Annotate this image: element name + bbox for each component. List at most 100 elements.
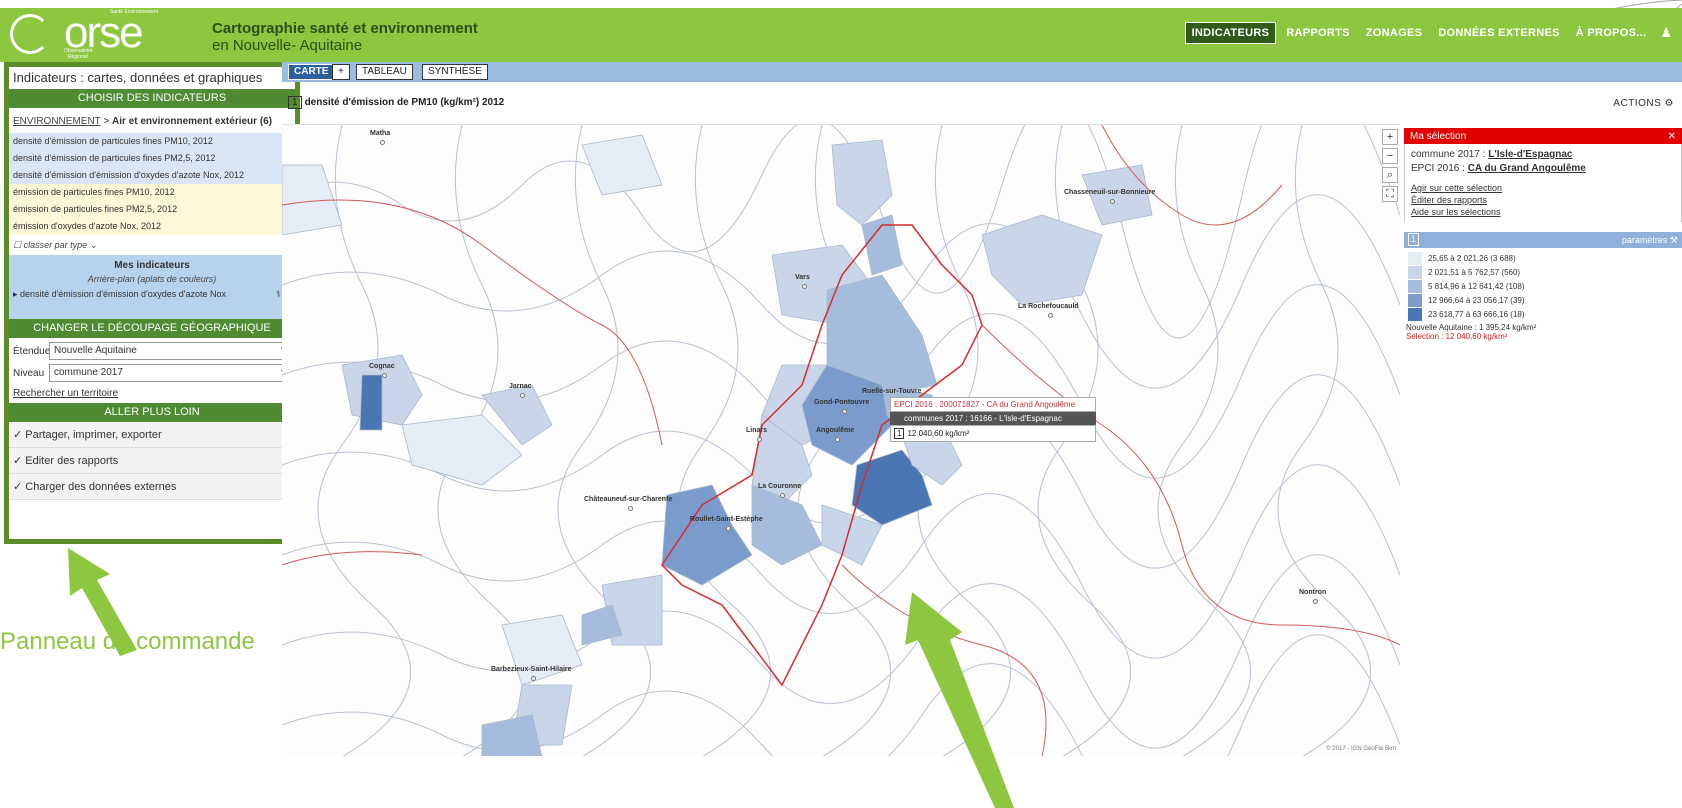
top-nav: INDICATEURS RAPPORTS ZONAGES DONNÉES EXT… [1184,22,1676,44]
logo-tagline: Santé Environnement [110,9,159,15]
site-brand: Cartographie santé et environnement en N… [212,20,478,55]
selection-title: Ma sélection [1410,131,1467,142]
nav-donnees-externes[interactable]: DONNÉES EXTERNES [1438,27,1560,39]
indicator-list: densité d'émission de particules fines P… [9,133,295,235]
zoom-in-icon[interactable]: + [1382,129,1398,145]
etendue-value: Nouvelle Aquitaine [54,345,137,356]
indicator-item[interactable]: densité d'émission de particules fines P… [9,150,295,167]
nav-indicateurs[interactable]: INDICATEURS [1184,22,1277,44]
map-title-number: 1 [288,96,302,109]
indicator-item[interactable]: émission de particules fines PM2,5, 2012 [9,201,295,218]
map-legend: 1 paramètres ⚒ 25,65 à 2 021,26 (3 688) … [1404,232,1682,341]
legend-swatch [1408,307,1422,321]
place-label: Vars [795,274,810,289]
accordion-label: Charger des données externes [25,481,177,493]
tab-tableau[interactable]: TABLEAU [356,64,413,80]
fullscreen-icon[interactable]: ⛶ [1382,186,1398,202]
legend-item: 5 814,96 à 12 641,42 (108) [1404,279,1682,293]
niveau-label: Niveau [13,367,45,379]
panel-annotation-label: Panneau de commande [0,628,255,655]
person-icon[interactable]: ♟ [1660,25,1672,40]
tab-synthese[interactable]: SYNTHÈSE [422,64,488,80]
edit-reports-link[interactable]: Éditer des rapports [1411,195,1488,205]
legend-params[interactable]: paramètres ⚒ [1622,232,1678,248]
selection-action-link[interactable]: Agir sur cette sélection [1411,183,1503,193]
indicator-item[interactable]: émission d'oxydes d'azote Nox, 2012 [9,218,295,235]
tooltip-epci: EPCI 2016 : 200071827 - CA du Grand Ango… [890,397,1096,412]
niveau-select[interactable]: commune 2017▾ [49,364,291,382]
site-title: Cartographie santé et environnement [212,20,478,37]
place-label: La Couronne [758,483,802,498]
logo-wordmark: orse [64,8,144,57]
epci-value[interactable]: CA du Grand Angoulême [1467,163,1586,174]
accordion-label: Editer des rapports [25,455,119,467]
panel-title: Indicateurs : cartes, données et graphiq… [13,70,263,85]
map-canvas[interactable] [282,125,1400,756]
indicator-item[interactable]: émission de particules fines PM10, 2012 [9,184,295,201]
logo-sub1: Observatoire [64,48,93,54]
place-label: Chasseneuil-sur-Bonnieure [1064,189,1156,204]
breadcrumb-separator: > [100,116,113,127]
settings-icon[interactable]: ⚕ [276,289,281,299]
legend-item: 25,65 à 2 021,26 (3 688) [1404,251,1682,265]
selected-indicator[interactable]: ▸ densité d'émission d'émission d'oxydes… [13,289,291,300]
legend-item: 2 021,51 à 5 762,57 (560) [1404,265,1682,279]
legend-item: 12 966,64 à 23 056,17 (39) [1404,293,1682,307]
choropleth-map[interactable]: Matha Chasseneuil-sur-Bonnieure Vars La … [282,124,1400,756]
tab-carte[interactable]: CARTE [288,64,335,80]
place-label: Matha [370,130,391,145]
legend-params-label: paramètres [1621,235,1668,245]
gear-icon: ⚙ [1664,98,1674,109]
accordion-share[interactable]: ✓ Partager, imprimer, exporter [9,422,295,448]
breadcrumb-current: Air et environnement extérieur (6) [112,116,273,127]
further-header[interactable]: ALLER PLUS LOIN [9,403,295,422]
classer-par-type-toggle[interactable]: ☐ classer par type ⌄ [9,235,295,255]
geo-header[interactable]: CHANGER LE DÉCOUPAGE GÉOGRAPHIQUE [9,319,295,338]
app-header: Santé Environnement Observatoire Régiona… [0,8,1682,62]
accordion-external-data[interactable]: ✓ Charger des données externes [9,474,295,500]
place-label: Nontron [1299,589,1327,604]
region-stat: Nouvelle Aquitaine : 1 395,24 kg/km² [1406,323,1537,332]
legend-header: 1 paramètres ⚒ [1404,232,1682,248]
niveau-value: commune 2017 [54,367,123,378]
selection-help-link[interactable]: Aide sur les sélections [1411,207,1501,217]
search-territory-link[interactable]: Rechercher un territoire [13,388,119,399]
epci-label: EPCI 2016 : [1411,163,1468,174]
actions-label: ACTIONS [1613,98,1662,109]
tooltip-number: 1 [894,428,905,439]
orse-logo[interactable]: Santé Environnement Observatoire Régiona… [4,8,174,62]
commune-value[interactable]: L'Isle-d'Espagnac [1488,149,1573,160]
nav-zonages[interactable]: ZONAGES [1365,27,1423,39]
geo-controls: Étendue Nouvelle Aquitaine▾ Niveau commu… [9,338,295,403]
search-icon[interactable]: ⌕ [1382,167,1398,183]
map-attribution: © 2017 - IGN GéoFla 5km [1326,746,1396,752]
tooltip-commune: communes 2017 : 16166 - L'Isle-d'Espagna… [890,412,1096,425]
breadcrumb-link[interactable]: ENVIRONNEMENT [13,116,101,127]
close-icon[interactable]: ✕ [1667,131,1676,142]
selection-header: Ma sélection ✕ [1404,128,1682,144]
classer-label: classer par type [23,240,88,250]
map-tooltip: EPCI 2016 : 200071827 - CA du Grand Ango… [890,397,1096,442]
legend-label: 23 618,77 à 63 666,16 (18) [1428,309,1525,319]
map-controls: + − ⌕ ⛶ [1382,129,1398,205]
zoom-out-icon[interactable]: − [1382,148,1398,164]
legend-swatch [1408,251,1422,265]
accordion-label: Partager, imprimer, exporter [25,429,162,441]
actions-menu[interactable]: ACTIONS ⚙ [1613,98,1674,109]
legend-label: 5 814,96 à 12 641,42 (108) [1428,281,1525,291]
etendue-select[interactable]: Nouvelle Aquitaine▾ [49,342,291,360]
legend-classes: 25,65 à 2 021,26 (3 688) 2 021,51 à 5 76… [1404,248,1682,321]
choose-indicators-header[interactable]: CHOISIR DES INDICATEURS [9,89,295,108]
place-label: Gond-Pontouvre [814,399,870,414]
control-panel: Indicateurs : cartes, données et graphiq… [4,62,300,544]
legend-label: 25,65 à 2 021,26 (3 688) [1428,253,1516,263]
accordion-reports[interactable]: ✓ Editer des rapports [9,448,295,474]
legend-item: 23 618,77 à 63 666,16 (18) [1404,307,1682,321]
indicator-item[interactable]: densité d'émission d'émission d'oxydes d… [9,167,295,184]
checkbox-icon[interactable]: ☐ [13,240,22,250]
tab-add[interactable]: + [332,64,350,80]
nav-a-propos[interactable]: À PROPOS... [1575,27,1647,39]
indicator-item[interactable]: densité d'émission de particules fines P… [9,133,295,150]
nav-rapports[interactable]: RAPPORTS [1286,27,1350,39]
place-label: Jarnac [509,383,532,398]
